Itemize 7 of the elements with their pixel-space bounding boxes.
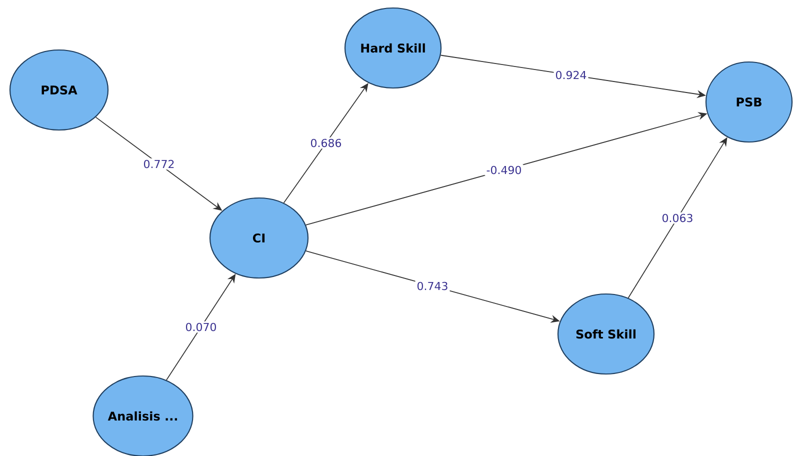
coefficient-label: -0.490 (484, 164, 524, 176)
coefficient-label: 0.686 (308, 137, 344, 149)
coefficient-label: 0.070 (184, 321, 218, 333)
coefficient-label: 0.063 (660, 212, 695, 224)
coefficient-label: 0.772 (142, 158, 176, 170)
coefficient-label: 0.924 (554, 69, 588, 81)
coefficient-label: 0.743 (415, 280, 450, 292)
